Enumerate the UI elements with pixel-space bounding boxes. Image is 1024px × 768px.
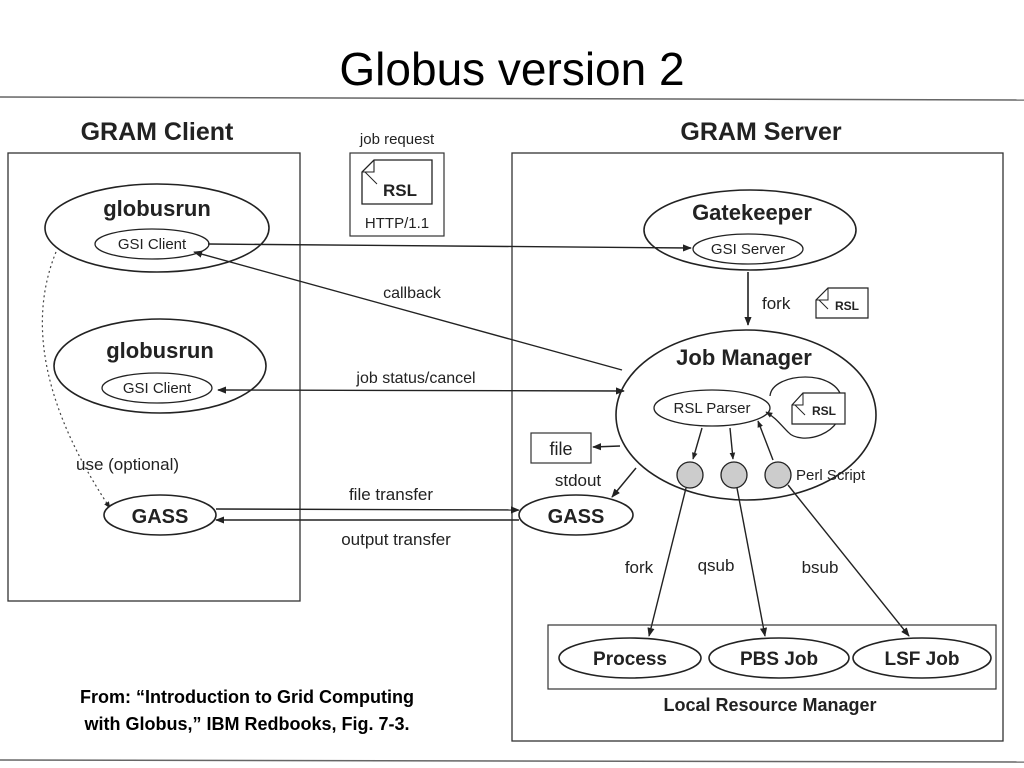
slide-title: Globus version 2 (339, 43, 685, 95)
gram-server-heading: GRAM Server (680, 118, 841, 146)
lsf-job-label: LSF Job (885, 649, 960, 670)
gsi-server-label: GSI Server (711, 241, 785, 258)
qsub-to-pbs-arrow (736, 487, 768, 637)
gram-client-heading: GRAM Client (81, 118, 234, 146)
job-manager-node: Job Manager RSL Parser (615, 329, 877, 501)
rsl-parser-loop (765, 376, 843, 439)
globusrun-node-1: globusrun GSI Client (44, 183, 270, 273)
use-optional-label: use (optional) (76, 455, 179, 474)
rsl-doc-label-2: RSL (812, 404, 836, 418)
http-label: HTTP/1.1 (365, 215, 429, 232)
client-gass-node: GASS (103, 494, 217, 536)
gsi-client-to-gsi-server-arrow (207, 243, 692, 252)
jobmanager-to-file-arrow (592, 443, 621, 451)
parser-to-connector-3 (757, 420, 774, 461)
callback-arrow (193, 250, 623, 371)
output-transfer-label: output transfer (341, 530, 451, 549)
lsf-job-node: LSF Job (852, 637, 992, 679)
server-gass-node: GASS (518, 494, 634, 536)
local-resource-manager-box (547, 624, 997, 690)
citation: From: “Introduction to Grid Computing wi… (22, 684, 472, 738)
server-gass-label: GASS (548, 506, 605, 528)
stdout-label: stdout (555, 471, 602, 490)
rsl-doc-icon-2 (791, 392, 846, 425)
globusrun-node-2: globusrun GSI Client (53, 318, 267, 414)
pbs-job-node: PBS Job (708, 637, 850, 679)
globusrun-label-2: globusrun (106, 338, 214, 363)
rsl-parser-label: RSL Parser (674, 400, 751, 417)
connector-circle-fork (676, 461, 704, 489)
fork-top-label: fork (762, 294, 791, 313)
file-label: file (549, 439, 572, 459)
parser-to-connector-1 (692, 427, 703, 460)
gram-client-box (7, 152, 301, 602)
process-label: Process (593, 649, 667, 670)
rsl-doc-icon-1 (815, 287, 869, 319)
job-status-cancel-label: job status/cancel (355, 370, 475, 387)
process-node: Process (558, 637, 702, 679)
use-optional-dotted-arrow (41, 251, 111, 509)
bsub-to-lsf-arrow (787, 484, 910, 637)
qsub-label: qsub (698, 556, 735, 575)
rsl-document-icon (361, 159, 433, 205)
bottom-rule (0, 759, 1024, 763)
globusrun-label-1: globusrun (103, 196, 211, 221)
job-request-label: job request (359, 131, 435, 148)
local-resource-manager-label: Local Resource Manager (663, 695, 876, 715)
connector-circle-bsub (764, 461, 792, 489)
callback-label: callback (383, 285, 442, 302)
fork-low-label: fork (625, 558, 654, 577)
file-node: file (530, 432, 592, 464)
gsi-client-label-1: GSI Client (118, 236, 187, 253)
job-manager-label: Job Manager (676, 345, 812, 370)
job-status-cancel-arrow (217, 386, 625, 395)
request-rsl-label: RSL (383, 181, 417, 200)
bsub-label: bsub (802, 558, 839, 577)
gsi-client-label-2: GSI Client (123, 380, 192, 397)
file-transfer-arrow (215, 506, 520, 514)
gram-server-box (511, 152, 1004, 742)
citation-line-1: From: “Introduction to Grid Computing (80, 687, 414, 707)
perl-script-label: Perl Script (796, 467, 866, 484)
pbs-job-label: PBS Job (740, 649, 818, 670)
fork-to-process-arrow (647, 487, 687, 637)
gatekeeper-label: Gatekeeper (692, 200, 812, 225)
citation-line-2: with Globus,” IBM Redbooks, Fig. 7-3. (84, 714, 410, 734)
connector-circle-qsub (720, 461, 748, 489)
jobmanager-to-gass-arrow (611, 467, 637, 498)
top-rule (0, 96, 1024, 101)
gatekeeper-node: Gatekeeper GSI Server (643, 189, 857, 271)
file-transfer-label: file transfer (349, 485, 433, 504)
client-gass-label: GASS (132, 506, 189, 528)
rsl-doc-label-1: RSL (835, 299, 859, 313)
parser-to-connector-2 (729, 427, 736, 460)
